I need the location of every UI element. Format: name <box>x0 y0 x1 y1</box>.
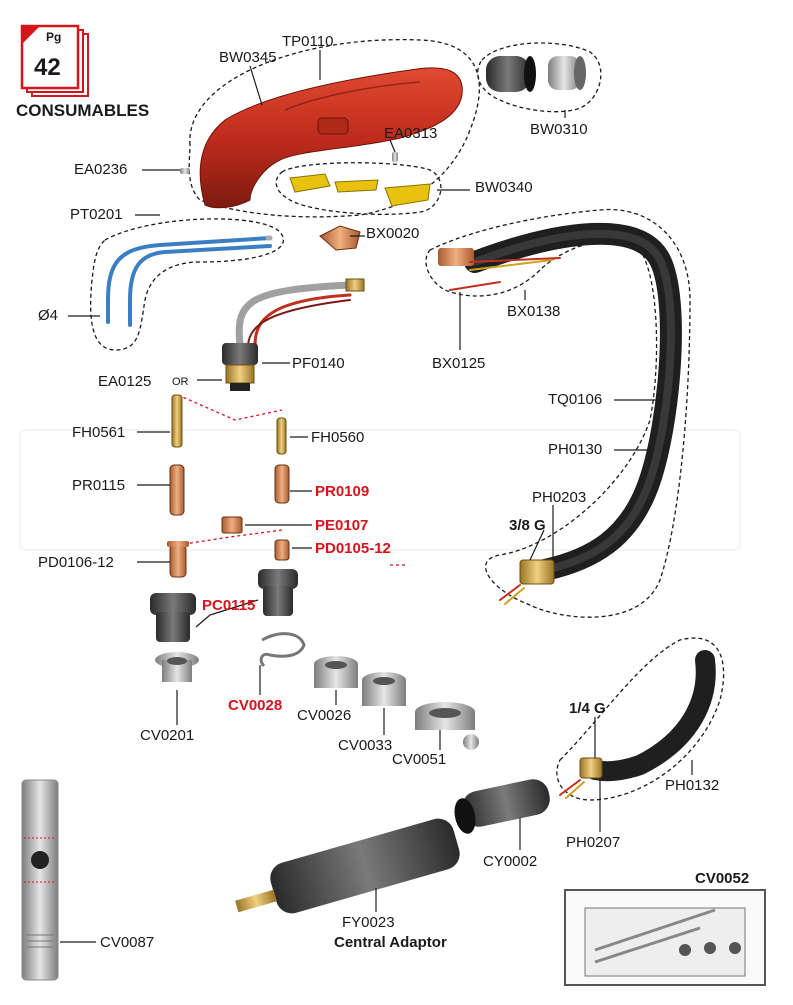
central-adaptor-fy0023 <box>235 818 460 914</box>
label-cv0028: CV0028 <box>228 697 283 714</box>
label-pd0106-12: PD0106-12 <box>38 554 114 571</box>
tubes-outline <box>89 218 285 351</box>
label-ph0207: PH0207 <box>566 834 621 851</box>
label-cv0051: CV0051 <box>392 751 447 768</box>
label-bw0340: BW0340 <box>475 179 533 196</box>
label-bx0138: BX0138 <box>507 303 561 320</box>
label-cv0052: CV0052 <box>695 870 750 887</box>
handle-outline <box>188 38 481 218</box>
pe0107-part <box>221 516 243 534</box>
label-tq0106: TQ0106 <box>548 391 603 408</box>
cv0201-part <box>155 652 199 682</box>
pd0106-part <box>167 541 189 578</box>
cv0052-case <box>564 889 766 986</box>
short-hose-outline <box>556 637 725 801</box>
label-central-adaptor: Central Adaptor <box>334 934 447 951</box>
label-fh0560: FH0560 <box>311 429 365 446</box>
leader-lines <box>60 50 693 943</box>
trigger-set-outline <box>275 162 442 215</box>
label-pd0105-12: PD0105-12 <box>315 540 391 557</box>
label-ea0313: EA0313 <box>384 125 438 142</box>
label-ea0125: EA0125 <box>98 373 152 390</box>
section-title: CONSUMABLES <box>16 101 150 120</box>
label-1-4-g: 1/4 G <box>569 700 606 717</box>
connector-pf0140 <box>222 343 258 391</box>
cv0033-part <box>362 672 406 706</box>
label-pt0201: PT0201 <box>70 206 123 223</box>
screw-ea0313 <box>392 152 398 162</box>
cy0002-part <box>454 779 550 834</box>
label-cv0026: CV0026 <box>297 707 352 724</box>
page-badge-label: Pg <box>46 30 62 44</box>
red-guides <box>177 394 408 566</box>
pr0109-part <box>274 464 290 504</box>
neck-rings <box>486 56 586 92</box>
label-o4: Ø4 <box>38 307 59 324</box>
label-pr0109: PR0109 <box>315 483 370 500</box>
label-cy0002: CY0002 <box>483 853 538 870</box>
dashed-outlines <box>89 38 725 801</box>
pc0115-parts <box>150 569 298 642</box>
label-ea0236: EA0236 <box>74 161 128 178</box>
label-cv0033: CV0033 <box>338 737 393 754</box>
label-3-8-g: 3/8 G <box>509 517 546 534</box>
page-badge-icon <box>20 24 89 97</box>
torch-handle <box>199 67 463 209</box>
label-ph0130: PH0130 <box>548 441 603 458</box>
trigger-set <box>289 173 431 207</box>
label-fh0561: FH0561 <box>72 424 126 441</box>
watermark-art <box>19 429 741 551</box>
hose-ph0132 <box>559 650 716 799</box>
swan-neck-cable <box>235 278 365 349</box>
label-ph0203: PH0203 <box>532 489 587 506</box>
label-pr0115: PR0115 <box>72 477 126 494</box>
label-bx0020: BX0020 <box>366 225 420 242</box>
trigger-bx0020 <box>319 225 361 251</box>
pr0115-part <box>169 464 185 516</box>
label-pc0115: PC0115 <box>202 597 256 614</box>
label-cv0087: CV0087 <box>100 934 155 951</box>
hose-tq0106 <box>438 222 682 605</box>
hose-outline <box>425 208 691 618</box>
fh0560-part <box>276 417 287 455</box>
fh0561-part <box>171 394 183 448</box>
label-ea0125-or: OR <box>172 376 189 388</box>
cv0026-part <box>314 656 358 688</box>
label-fy0023: FY0023 <box>342 914 395 931</box>
label-ph0132: PH0132 <box>665 777 720 794</box>
label-bw0310: BW0310 <box>530 121 588 138</box>
cv0028-spring <box>259 632 306 668</box>
label-bx0125: BX0125 <box>432 355 486 372</box>
page-badge-number: 42 <box>34 54 61 81</box>
label-tp0110: TP0110 <box>282 33 334 50</box>
cv0051-part <box>415 702 479 750</box>
label-bw0345: BW0345 <box>219 49 277 66</box>
cv0087-part <box>21 779 59 981</box>
pd0105-part <box>274 539 290 561</box>
blue-tubes <box>106 235 273 327</box>
label-cv0201: CV0201 <box>140 727 195 744</box>
label-pe0107: PE0107 <box>315 517 369 534</box>
label-pf0140: PF0140 <box>292 355 345 372</box>
screw-ea0236 <box>180 168 190 174</box>
neck-rings-outline <box>477 42 602 113</box>
